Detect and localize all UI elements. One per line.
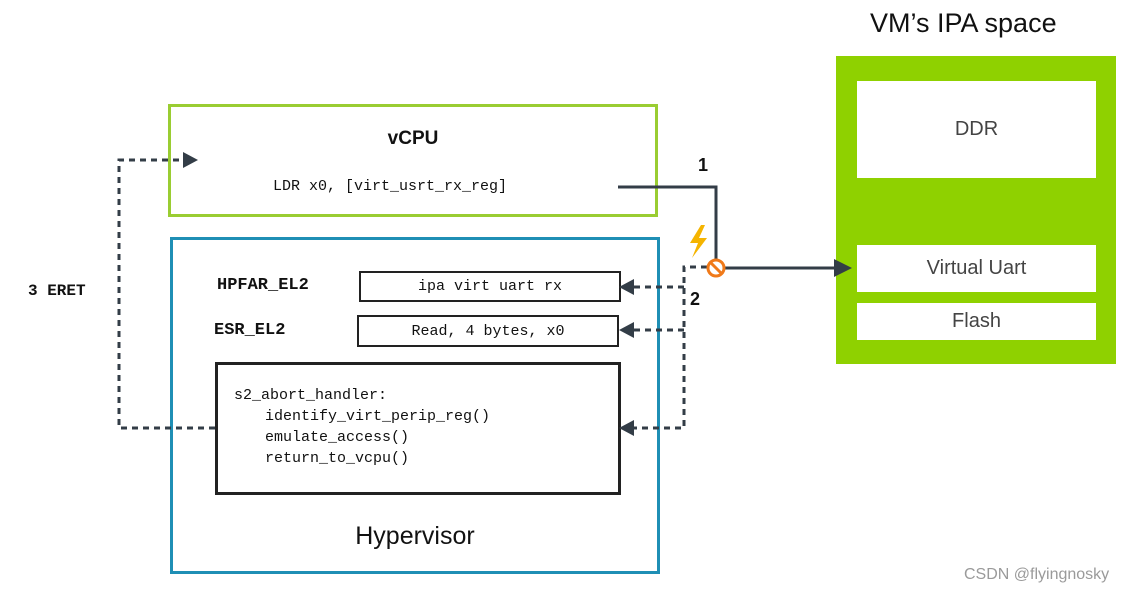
handler-code-line: emulate_access() [265, 429, 410, 446]
hypervisor-label: Hypervisor [355, 522, 475, 550]
handler-code-line: identify_virt_perip_reg() [265, 408, 491, 425]
esr-el2-label: ESR_EL2 [214, 321, 286, 340]
vm-region-ddr: DDR [857, 81, 1096, 178]
vm-region-virtual-uart: Virtual Uart [857, 245, 1096, 292]
access-arrowhead [834, 259, 852, 277]
vcpu-instruction: LDR x0, [virt_usrt_rx_reg] [273, 178, 508, 195]
vcpu-box [168, 104, 658, 217]
handler-code-line: s2_abort_handler: [234, 387, 388, 404]
esr-el2-value: Read, 4 bytes, x0 [357, 315, 619, 347]
step-2-label: 2 [690, 289, 701, 309]
fault-route-dashed [632, 265, 707, 430]
eret-return-dashed [117, 158, 215, 430]
abort-handler-box [215, 362, 621, 495]
hpfar-el2-label: HPFAR_EL2 [217, 276, 309, 295]
esr-arrowhead [619, 322, 634, 338]
handler-arrowhead [619, 420, 634, 436]
blocked-circle-icon [706, 258, 726, 278]
step-1-label: 1 [698, 155, 709, 175]
watermark: CSDN @flyingnosky [964, 566, 1110, 583]
hpfar-arrowhead [619, 279, 634, 295]
hypervisor-box [170, 237, 660, 574]
vm-ipa-space-title: VM’s IPA space [870, 8, 1057, 38]
vcpu-title: vCPU [387, 128, 439, 149]
eret-arrowhead [183, 152, 198, 168]
vm-region-flash: Flash [857, 303, 1096, 340]
handler-code-line: return_to_vcpu() [265, 450, 410, 467]
step-3-eret-label: 3 ERET [28, 282, 86, 300]
lightning-bolt-icon [690, 225, 707, 258]
access-path-line [618, 185, 835, 270]
